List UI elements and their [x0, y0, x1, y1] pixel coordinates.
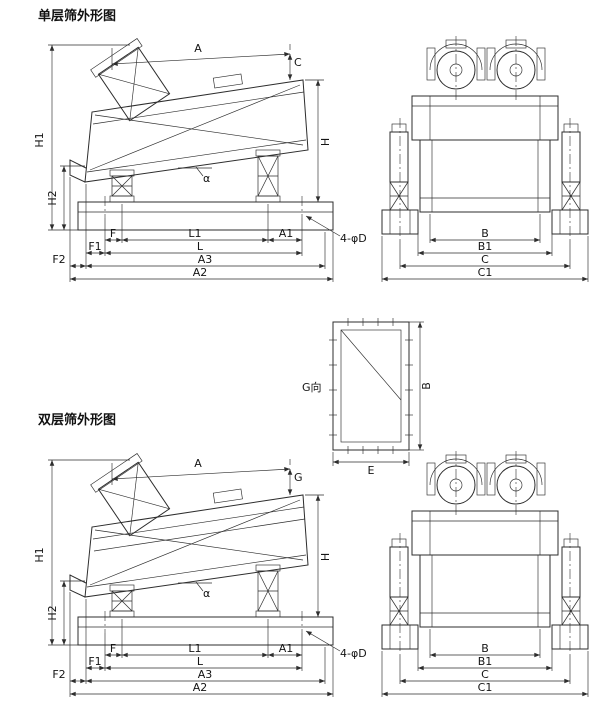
- dim-label-B-double: B: [481, 642, 489, 655]
- dim-label-F1-double: F1: [88, 655, 101, 668]
- dim-label-alpha-single: α: [203, 172, 210, 185]
- dim-label-A3-single: A3: [198, 253, 213, 266]
- dim-label-E-gview: E: [368, 464, 375, 477]
- title-double-deck: 双层筛外形图: [38, 412, 116, 428]
- dim-label-H-double: H: [319, 553, 332, 561]
- dim-label-A3-double: A3: [198, 668, 213, 681]
- dim-label-C1-single: C1: [478, 266, 493, 279]
- dim-label-C-single: C: [294, 56, 302, 69]
- single-end-labels: B B1 C C1: [478, 227, 493, 279]
- dim-label-A1-double: A1: [279, 642, 294, 655]
- dim-label-F2-double: F2: [52, 668, 65, 681]
- dim-label-A1-single: A1: [279, 227, 294, 240]
- dim-label-F-single: F: [110, 227, 116, 240]
- g-direction-view: B E G向: [302, 318, 433, 477]
- dim-label-F2-single: F2: [52, 253, 65, 266]
- g-view-label: G向: [302, 380, 322, 394]
- dim-label-H1-double: H1: [33, 547, 46, 562]
- dim-label-B-gview: B: [420, 382, 433, 390]
- dim-label-A-single: A: [194, 42, 202, 55]
- dim-label-F-double: F: [110, 642, 116, 655]
- dim-label-L1-single: L1: [188, 227, 201, 240]
- dim-label-L1-double: L1: [188, 642, 201, 655]
- dim-label-holes-single: 4-φD: [340, 232, 367, 245]
- dim-label-G-double: G: [294, 471, 303, 484]
- dim-label-C-end-single: C: [481, 253, 489, 266]
- single-side-labels: A C H1 H2 H α F L1 A1 F1 L F2 A3 A2 4-φD: [33, 42, 367, 279]
- dim-label-B1-single: B1: [478, 240, 493, 253]
- dim-label-A2-single: A2: [193, 266, 208, 279]
- dim-label-holes-double: 4-φD: [340, 647, 367, 660]
- dim-label-L-double: L: [197, 655, 204, 668]
- dim-label-F1-single: F1: [88, 240, 101, 253]
- dim-label-H2-double: H2: [46, 605, 59, 620]
- title-single-deck: 单层筛外形图: [38, 8, 116, 24]
- dim-label-C1-double: C1: [478, 681, 493, 694]
- dim-label-H2-single: H2: [46, 190, 59, 205]
- double-side-labels: A G H1 H2 H α F L1 A1 F1 L F2 A3 A2 4-φD: [33, 457, 367, 694]
- dim-label-B-single: B: [481, 227, 489, 240]
- dim-label-L-single: L: [197, 240, 204, 253]
- dim-label-C-end-double: C: [481, 668, 489, 681]
- dim-label-B1-double: B1: [478, 655, 493, 668]
- dim-label-A2-double: A2: [193, 681, 208, 694]
- double-end-labels: B B1 C C1: [478, 642, 493, 694]
- second-deck-line: [93, 518, 306, 552]
- dim-label-A-double: A: [194, 457, 202, 470]
- dim-label-H1-single: H1: [33, 132, 46, 147]
- dim-label-H-single: H: [319, 138, 332, 146]
- dim-label-alpha-double: α: [203, 587, 210, 600]
